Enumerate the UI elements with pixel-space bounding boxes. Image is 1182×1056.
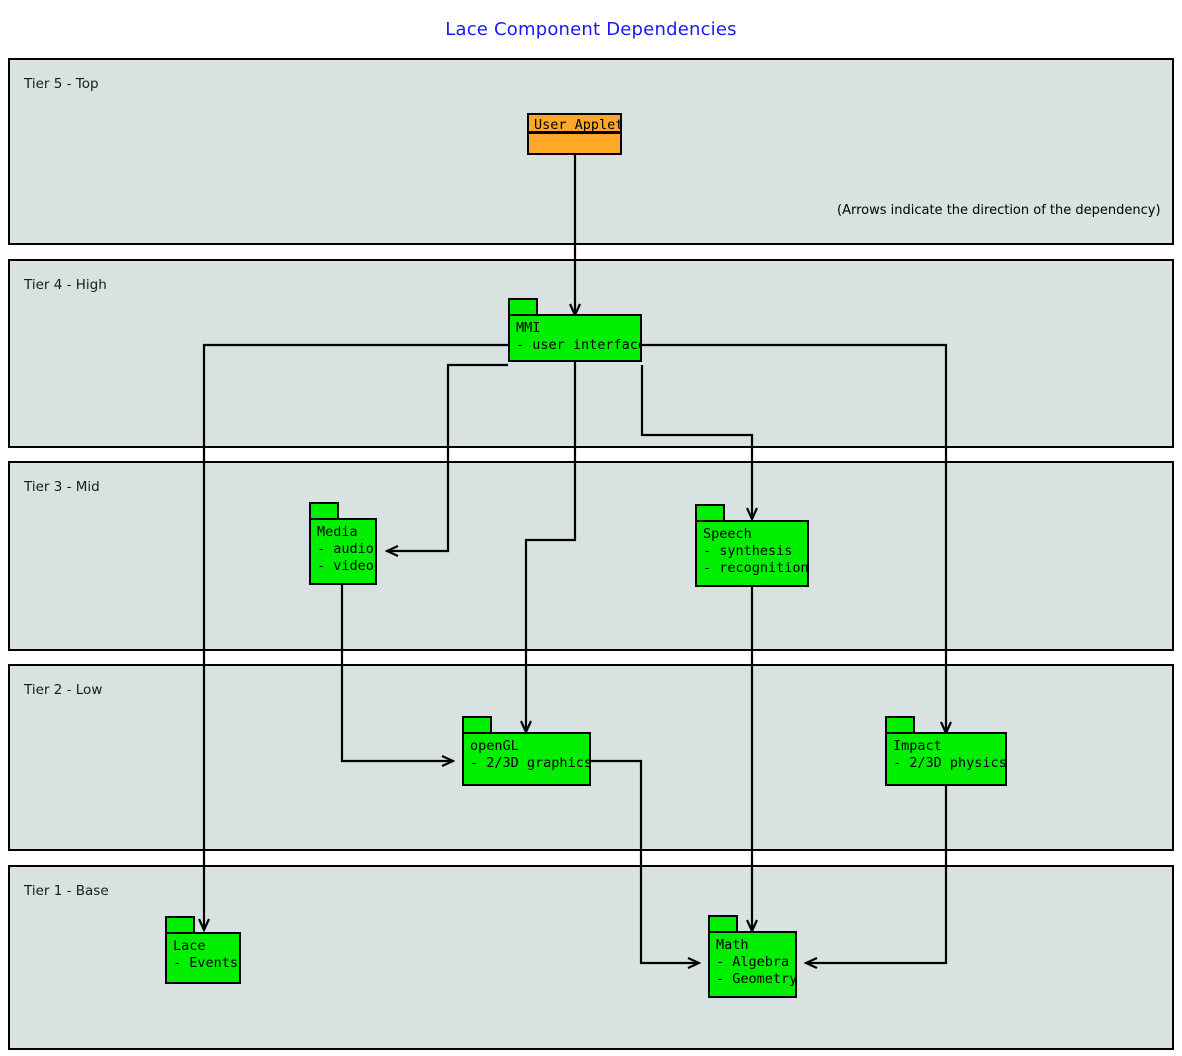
- node-mmi-name: MMI: [516, 320, 541, 336]
- node-mmi[interactable]: MMI- user interface: [508, 298, 642, 362]
- node-math[interactable]: Math- Algebra - Geometry: [708, 915, 797, 998]
- tier-band-3: Tier 3 - Mid: [8, 461, 1174, 651]
- tier-label-2: Tier 2 - Low: [24, 682, 103, 698]
- node-mmi-detail: - user interface: [516, 337, 642, 353]
- node-impact-name: Impact: [893, 738, 942, 754]
- tier-label-1: Tier 1 - Base: [24, 883, 109, 899]
- node-lace-detail: - Events: [173, 955, 239, 971]
- node-impact-detail: - 2/3D physics: [893, 755, 1007, 771]
- legend-note: (Arrows indicate the direction of the de…: [837, 203, 1161, 218]
- node-opengl-name: openGL: [470, 738, 519, 754]
- node-speech-body: Speech- synthesis - recognition: [695, 520, 809, 587]
- node-user-applet-label: User Applet: [527, 113, 623, 133]
- node-opengl-body: openGL- 2/3D graphics: [462, 732, 591, 786]
- tier-label-4: Tier 4 - High: [24, 277, 107, 293]
- node-math-name: Math: [716, 937, 749, 953]
- node-user-applet[interactable]: User Applet: [527, 113, 623, 155]
- node-media[interactable]: Media- audio - video: [309, 502, 377, 585]
- node-impact-body: Impact- 2/3D physics: [885, 732, 1007, 786]
- node-lace[interactable]: Lace- Events: [165, 916, 241, 984]
- tier-label-3: Tier 3 - Mid: [24, 479, 100, 495]
- node-lace-body: Lace- Events: [165, 932, 241, 984]
- node-media-name: Media: [317, 524, 358, 540]
- node-impact[interactable]: Impact- 2/3D physics: [885, 716, 1007, 786]
- node-math-detail: - Algebra - Geometry: [716, 954, 797, 987]
- tier-label-5: Tier 5 - Top: [24, 76, 99, 92]
- node-speech[interactable]: Speech- synthesis - recognition: [695, 504, 809, 587]
- node-speech-detail: - synthesis - recognition: [703, 543, 809, 576]
- node-opengl[interactable]: openGL- 2/3D graphics: [462, 716, 591, 786]
- node-math-body: Math- Algebra - Geometry: [708, 931, 797, 998]
- node-media-body: Media- audio - video: [309, 518, 377, 585]
- node-mmi-body: MMI- user interface: [508, 314, 642, 362]
- node-speech-name: Speech: [703, 526, 752, 542]
- node-user-applet-body: [527, 132, 622, 155]
- node-lace-name: Lace: [173, 938, 206, 954]
- node-opengl-detail: - 2/3D graphics: [470, 755, 591, 771]
- page-title: Lace Component Dependencies: [445, 19, 737, 40]
- node-media-detail: - audio - video: [317, 541, 374, 574]
